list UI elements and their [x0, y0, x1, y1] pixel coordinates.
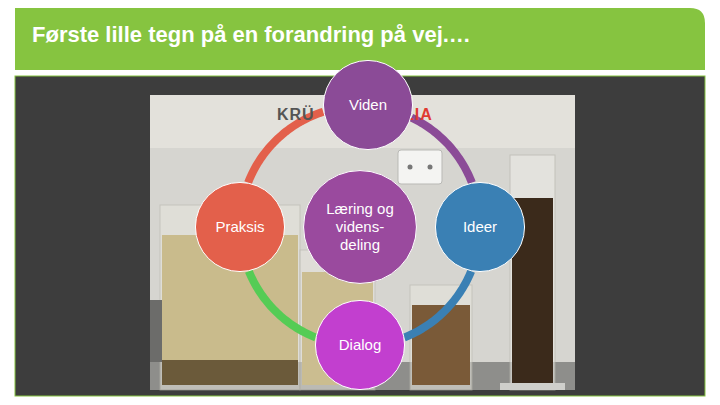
cycle-circle: Læring og videns- deling: [303, 170, 417, 284]
node-label: Praksis: [215, 218, 264, 236]
text-holder: Læring og videns- deling: [303, 170, 417, 284]
cycle-arc: [404, 271, 471, 337]
cycle-circle: Dialog: [315, 300, 405, 390]
circle-fill: [195, 182, 284, 271]
node-label: Ideer: [463, 218, 497, 236]
cycle-arc: [249, 271, 316, 337]
node-label: Dialog: [339, 336, 382, 354]
cycle-circle: Praksis: [195, 182, 285, 272]
node-label: Viden: [349, 96, 387, 114]
circle-fill: [315, 300, 404, 389]
text-holder: Dialog: [315, 300, 405, 390]
logo-text: KRÜ: [277, 106, 315, 124]
node-label: Læring og videns- deling: [320, 200, 400, 254]
circle-fill: [304, 171, 417, 284]
text-holder: Ideer: [435, 182, 525, 272]
cycle-arc: [411, 118, 471, 183]
cycle-circle: Ideer: [435, 182, 525, 272]
circle-fill: [435, 182, 524, 271]
text-holder: Praksis: [195, 182, 285, 272]
text-holder: Viden: [323, 60, 413, 150]
circle-fill: [323, 60, 412, 149]
cycle-circle: Viden: [323, 60, 413, 150]
title-text: Første lille tegn på en forandring på ve…: [32, 22, 471, 47]
slide-title: Første lille tegn på en forandring på ve…: [32, 22, 471, 48]
